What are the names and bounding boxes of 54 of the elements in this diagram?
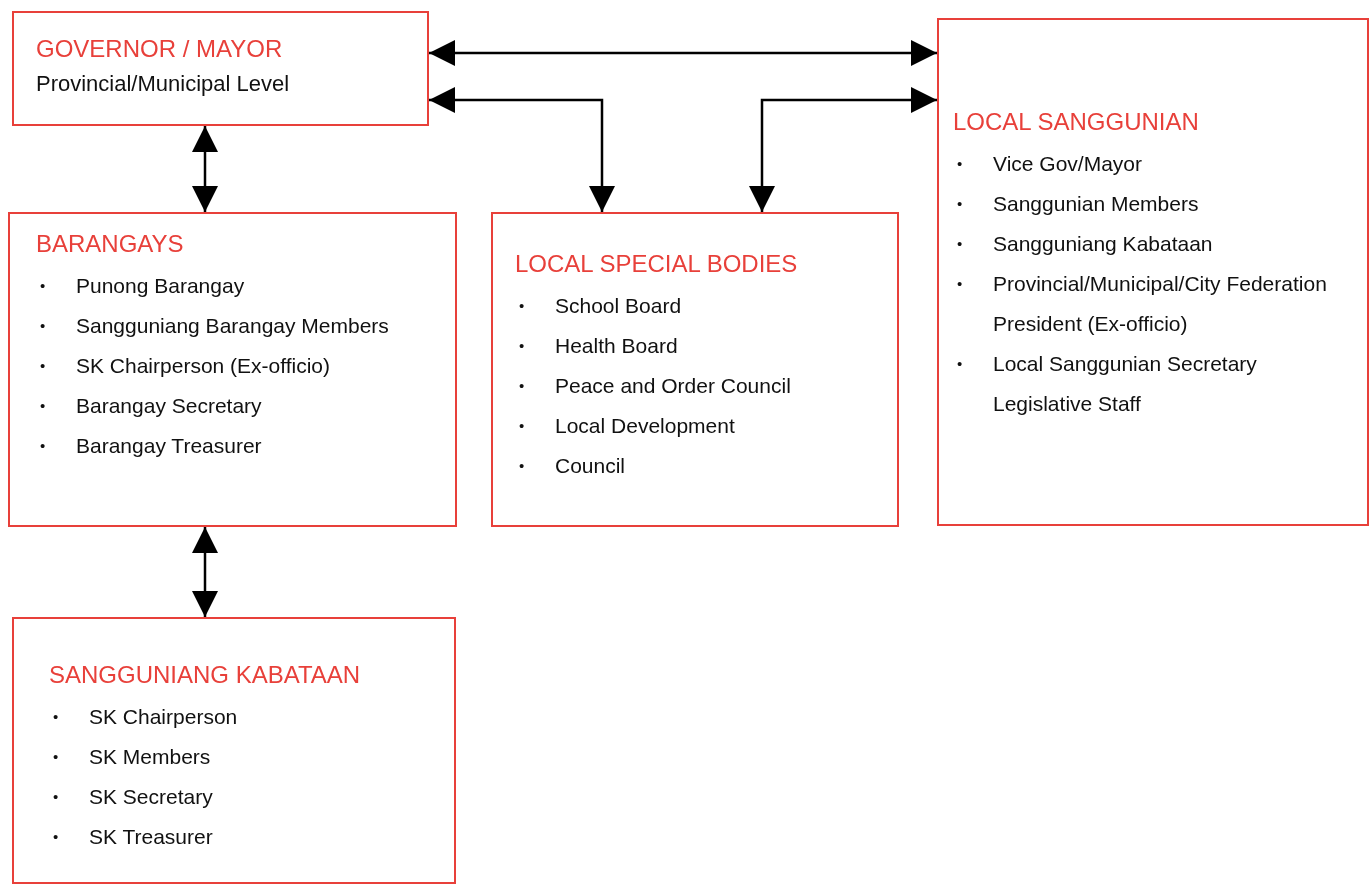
- bullet-marker: •: [519, 456, 526, 476]
- list-item-text: Local Development: [555, 413, 736, 439]
- list-item-text: SK Chairperson (Ex-officio): [76, 353, 332, 379]
- bullet-marker: •: [40, 276, 47, 296]
- list-item-text: Council: [555, 453, 627, 479]
- org-box: [8, 212, 457, 527]
- list-item-text: SK Treasurer: [89, 824, 214, 850]
- list-item-text: Health Board: [555, 333, 679, 359]
- list-item-text: Vice Gov/Mayor: [993, 151, 1143, 177]
- bullet-marker: •: [53, 787, 60, 807]
- box-heading: LOCAL SANGGUNIAN: [953, 108, 1200, 136]
- list-item-text: Barangay Treasurer: [76, 433, 263, 459]
- bullet-marker: •: [957, 194, 964, 214]
- double-headed-arrow: [429, 87, 615, 212]
- bullet-marker: •: [53, 747, 60, 767]
- bullet-marker: •: [53, 827, 60, 847]
- org-box: [12, 11, 429, 126]
- list-item-text: Provincial/Municipal/City Federation President (Ex-officio): [993, 271, 1328, 337]
- double-headed-arrow: [192, 126, 218, 212]
- double-headed-arrow: [429, 40, 937, 66]
- list-item-text: Barangay Secretary: [76, 393, 263, 419]
- box-heading: BARANGAYS: [36, 230, 185, 258]
- bullet-marker: •: [957, 154, 964, 174]
- bullet-marker: •: [519, 376, 526, 396]
- list-item-text: Sanggunian Members: [993, 191, 1200, 217]
- list-item-text: Punong Barangay: [76, 273, 246, 299]
- bullet-marker: •: [40, 316, 47, 336]
- subtitle: Provincial/Municipal Level: [36, 71, 291, 97]
- bullet-marker: •: [53, 707, 60, 727]
- bullet-marker: •: [519, 416, 526, 436]
- list-item-text: SK Members: [89, 744, 212, 770]
- bullet-marker: •: [519, 336, 526, 356]
- list-item-text: SK Secretary: [89, 784, 214, 810]
- double-headed-arrow: [192, 527, 218, 617]
- bullet-marker: •: [957, 234, 964, 254]
- org-box: [12, 617, 456, 884]
- box-heading: LOCAL SPECIAL BODIES: [515, 250, 799, 278]
- list-item-text: Sangguniang Barangay Members: [76, 313, 390, 339]
- bullet-marker: •: [957, 354, 964, 374]
- list-item-text: Sangguniang Kabataan: [993, 231, 1214, 257]
- bullet-marker: •: [40, 436, 47, 456]
- bullet-marker: •: [40, 396, 47, 416]
- bullet-marker: •: [40, 356, 47, 376]
- org-box: [937, 18, 1369, 526]
- box-heading: SANGGUNIANG KABATAAN: [49, 661, 362, 689]
- box-heading: GOVERNOR / MAYOR: [36, 35, 284, 63]
- bullet-marker: •: [957, 274, 964, 294]
- list-item-text: Peace and Order Council: [555, 373, 792, 399]
- org-box: [491, 212, 899, 527]
- double-headed-arrow: [749, 87, 937, 212]
- bullet-marker: •: [519, 296, 526, 316]
- list-item-text: SK Chairperson: [89, 704, 239, 730]
- list-item-text: Local Sanggunian Secretary Legislative Staff: [993, 351, 1258, 417]
- list-item-text: School Board: [555, 293, 683, 319]
